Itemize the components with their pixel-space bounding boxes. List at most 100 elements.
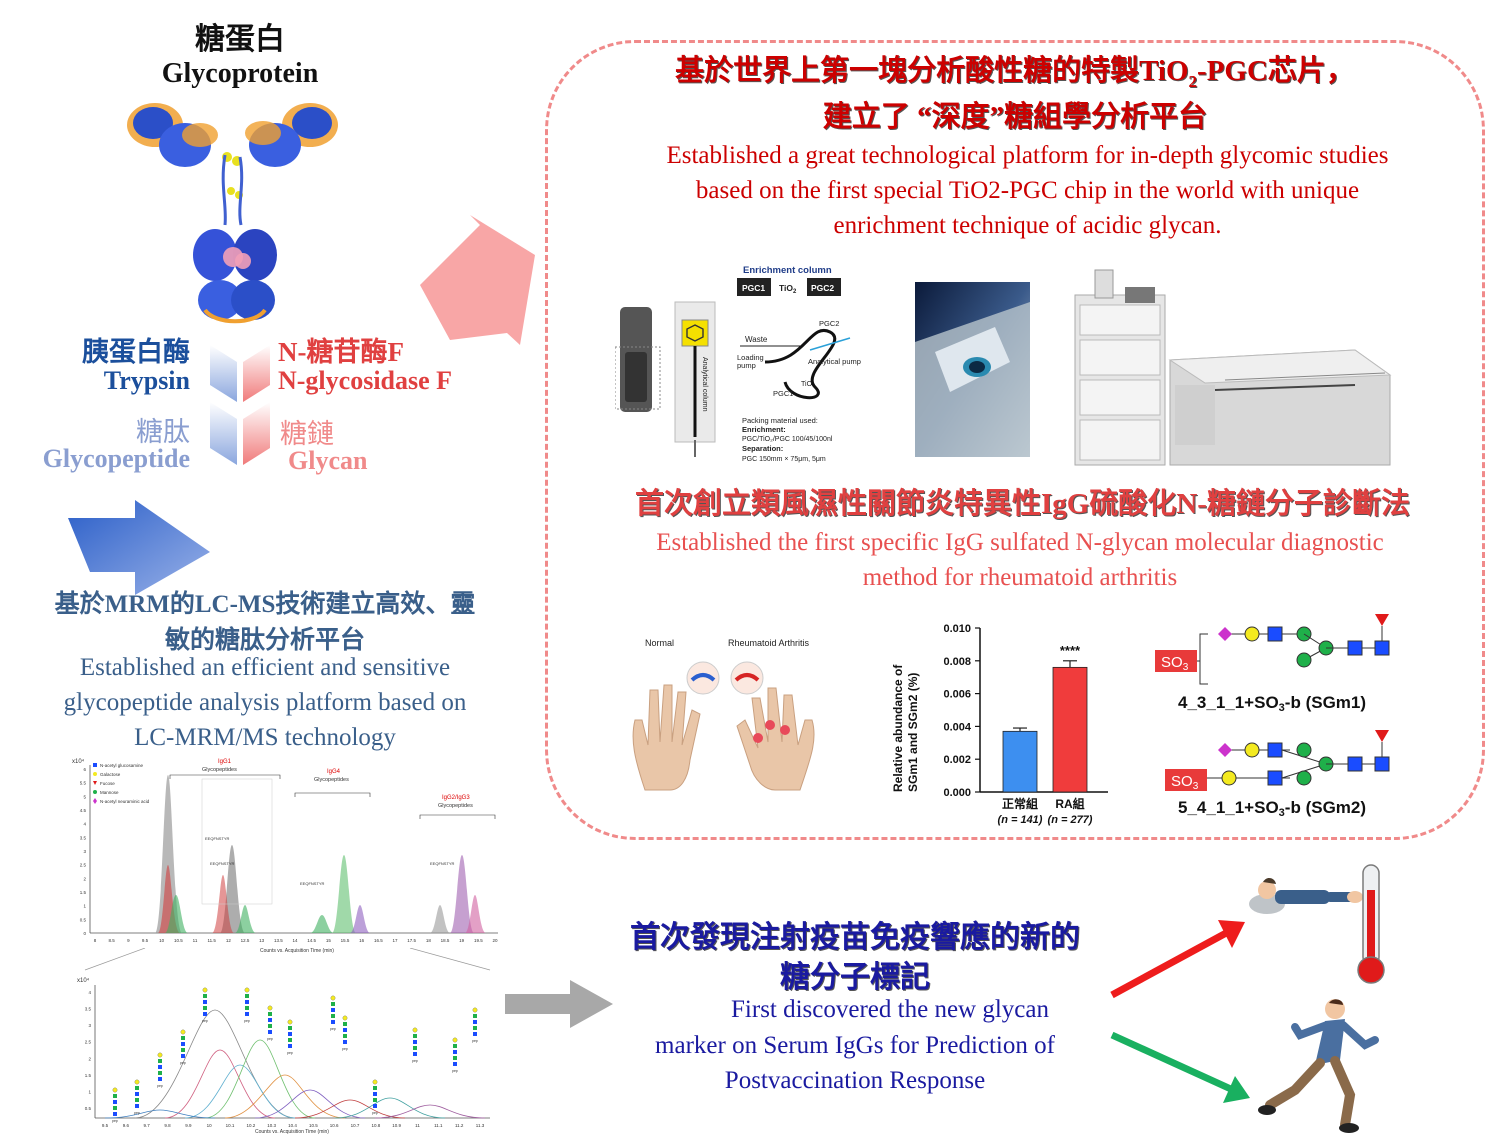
vaccine-zh-line2: 糖分子標記 <box>780 961 930 994</box>
red-up-arrow <box>1110 920 1245 999</box>
bottom-chrom-xtick: 10.8 <box>371 1123 380 1128</box>
bottom-chrom-ytick: 1 <box>88 1089 91 1094</box>
top-chrom-xtick: 8.5 <box>109 938 116 943</box>
top-chrom-xtick: 10.5 <box>174 938 183 943</box>
response-arrows <box>1110 920 1250 1103</box>
pngase-chevron-bottom <box>243 402 270 465</box>
bottom-chrom-xtick: 10.9 <box>392 1123 401 1128</box>
pngase-label-zh: N-糖苷酶F <box>278 337 404 367</box>
svg-text:pep: pep <box>452 1069 458 1073</box>
chart-ylabel-line1: Relative abundance of <box>891 664 905 792</box>
glycan-stack: pep <box>244 987 250 1023</box>
svg-text:pep: pep <box>244 1019 250 1023</box>
pngase-label-en: N-glycosidase F <box>278 366 453 395</box>
top-chrom-group1-sub: Glycopeptides <box>202 767 237 773</box>
top-chrom-ytick: 3 <box>83 849 86 854</box>
glycopeptide-label-en: Glycopeptide <box>42 444 190 473</box>
legend-symbol <box>93 790 97 794</box>
chip-section-zh-line1: 基於世界上第一塊分析酸性糖的特製TiO2-PGC芯片， <box>675 55 1355 91</box>
svg-text:pep: pep <box>472 1039 478 1043</box>
top-chrom-xtick: 17.5 <box>407 938 416 943</box>
chip-waste-label: Waste <box>745 335 768 344</box>
chart-ytick-label: 0.006 <box>943 689 971 701</box>
gray-right-arrow <box>505 980 613 1028</box>
top-chrom-xtick: 19 <box>459 938 465 943</box>
svg-text:pep: pep <box>287 1051 293 1055</box>
chart-significance: **** <box>1060 643 1081 658</box>
top-chrom-ytick: 1 <box>83 904 86 909</box>
top-chrom-xtick: 15 <box>326 938 332 943</box>
glycan-stack: pep <box>412 1027 418 1063</box>
legend-symbol <box>93 798 97 804</box>
chart-ylabel-line2: SGm1 and SGm2 (%) <box>906 673 920 792</box>
lc-ms-instrument-photo <box>1074 269 1392 466</box>
hinge-region <box>221 152 244 226</box>
bottom-chrom-ytick: 4 <box>88 990 91 995</box>
bottom-chrom-ytick: 0.5 <box>85 1106 92 1111</box>
legend-label: Mannose <box>100 790 119 795</box>
chip-loading-label: Loading <box>737 353 764 362</box>
antibody-structure-illustration <box>127 103 338 324</box>
top-chrom-yticks: 65.554.543.532.521.510.50 <box>80 767 87 936</box>
chart-category-label: RA組 <box>1055 796 1084 811</box>
glycan-stack: pep <box>134 1079 140 1115</box>
chip-enrichment-header: Enrichment column <box>743 265 832 276</box>
ra-section-zh: 首次創立類風濕性關節炎特異性IgG硫酸化N-糖鏈分子診斷法 <box>635 488 1410 520</box>
chart-category-n: (n = 277) <box>1048 814 1093 826</box>
bottom-chrom-xtick: 11.1 <box>434 1123 443 1128</box>
glycoprotein-title-zh: 糖蛋白 <box>195 23 285 56</box>
bottom-chrom-xtick: 11 <box>415 1123 420 1128</box>
bottom-chrom-ytick: 3.5 <box>85 1007 92 1012</box>
top-chrom-xtick: 16.5 <box>374 938 383 943</box>
sgm1-so3-label: SO3 <box>1161 654 1189 673</box>
trypsin-chevron-top <box>210 345 237 402</box>
bottom-chrom-xtick: 10.2 <box>246 1123 255 1128</box>
svg-text:EEQFNSTYR: EEQFNSTYR <box>300 881 325 886</box>
glycan-stack: pep <box>287 1019 293 1055</box>
chip-loading-pump-label: pump <box>737 361 756 370</box>
top-chrom-ytick: 2.5 <box>80 863 87 868</box>
legend-label: N-acetyl neuraminic acid <box>100 799 150 804</box>
legend-label: Galactose <box>100 772 121 777</box>
top-chrom-xtick: 20 <box>492 938 498 943</box>
svg-text:pep: pep <box>412 1059 418 1063</box>
bottom-chrom-xtick: 10.1 <box>226 1123 235 1128</box>
bottom-chrom-xtick: 9.5 <box>102 1123 109 1128</box>
bottom-chrom-xtick: 10 <box>207 1123 213 1128</box>
chip-section-en-line3: enrichment technique of acidic glycan. <box>833 212 1222 239</box>
normal-hand-label: Normal <box>645 638 674 648</box>
trypsin-label-zh: 胰蛋白酶 <box>82 337 190 367</box>
top-chrom-xtick: 11.5 <box>207 938 216 943</box>
zoom-guide-lines <box>84 948 491 971</box>
bottom-chrom-ytick: 1.5 <box>85 1073 92 1078</box>
ra-section-en-line1: Established the first specific IgG sulfa… <box>656 529 1384 556</box>
top-chrom-ytick: 1.5 <box>80 890 87 895</box>
top-chrom-xtick: 9 <box>127 938 130 943</box>
top-chrom-group1: IgG1 <box>218 759 232 765</box>
trypsin-label-en: Trypsin <box>103 366 190 395</box>
legend-symbol <box>93 772 97 776</box>
bottom-chrom-xtick: 10.6 <box>330 1123 339 1128</box>
pink-up-right-arrow <box>420 215 535 345</box>
glycan-stack: pep <box>202 987 208 1023</box>
bottom-chrom-ytick: 3 <box>88 1023 91 1028</box>
bottom-chrom-xtick: 9.9 <box>185 1123 192 1128</box>
top-chrom-legend: N-acetyl glucosamineGalactoseFucoseManno… <box>93 763 150 804</box>
bar-chart-sgm: Relative abundance of SGm1 and SGm2 (%) … <box>891 623 1108 826</box>
left-platform-en-line3: LC-MRM/MS technology <box>134 724 396 751</box>
normal-hand <box>632 684 701 791</box>
top-chrom-xtick: 13 <box>259 938 265 943</box>
glycan-stack: pep <box>452 1037 458 1073</box>
chart-ytick-label: 0.010 <box>943 623 971 635</box>
top-chrom-yunit: x10⁴ <box>72 758 85 765</box>
chip-analytical-column-label: Analytical column <box>701 357 708 412</box>
svg-text:pep: pep <box>342 1047 348 1051</box>
vaccine-en-line2: marker on Serum IgGs for Prediction of <box>655 1032 1055 1059</box>
glycan-label-en: Glycan <box>288 446 368 475</box>
glycan-stack: pep <box>267 1005 273 1041</box>
svg-text:pep: pep <box>330 1027 336 1031</box>
svg-text:EEQFNSTYR: EEQFNSTYR <box>205 836 230 841</box>
